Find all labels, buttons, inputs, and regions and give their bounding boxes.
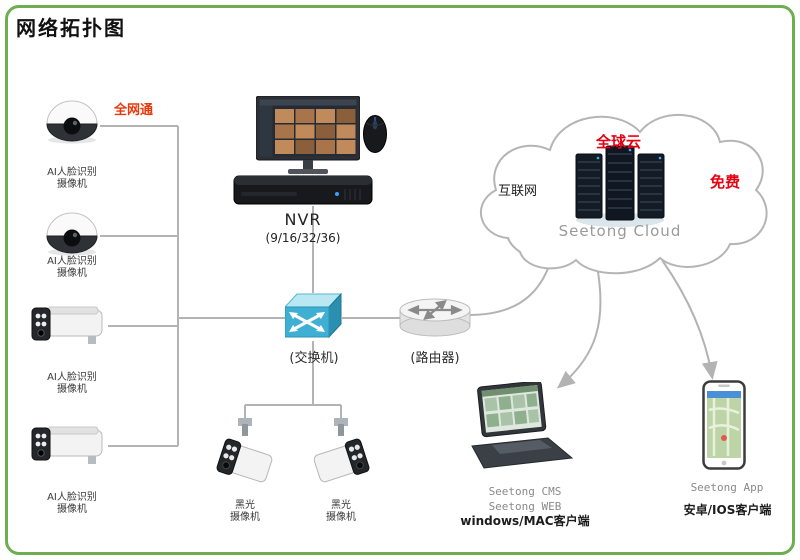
router-label: (路由器) [410, 351, 460, 366]
link-cloud-phone [661, 259, 718, 380]
switch-label: (交换机) [289, 351, 339, 366]
router-icon [399, 298, 471, 337]
mouse-icon [363, 115, 387, 153]
night-camera-label-2: 黑光摄像机 [326, 500, 356, 523]
camera-label-3: AI人脸识别摄像机 [47, 372, 97, 395]
night-camera-icon-1 [216, 418, 273, 483]
camera-label-2: AI人脸识别摄像机 [47, 256, 97, 279]
dome-camera-icon-2 [46, 212, 98, 256]
link-cloud-laptop [556, 265, 602, 389]
page-title: 网络拓扑图 [16, 16, 126, 40]
camera-label-1: AI人脸识别摄像机 [47, 167, 97, 190]
bullet-camera-icon-4 [31, 426, 103, 464]
night-camera-label-1: 黑光摄像机 [230, 500, 260, 523]
cloud-servers-icon [575, 145, 665, 227]
mobile-app-label: Seetong App [690, 481, 764, 494]
camera-label-4: AI人脸识别摄像机 [47, 492, 97, 515]
nvr-label: NVR (9/16/32/36) [265, 210, 341, 245]
night-camera-icon-2 [313, 418, 370, 483]
dome-camera-icon-1 [46, 100, 98, 144]
monitor-icon [256, 96, 360, 174]
bullet-camera-icon-3 [31, 306, 103, 344]
pc-client-label: Seetong CMS Seetong WEB windows/MAC客户端 [460, 485, 590, 528]
switch-icon [285, 292, 343, 339]
global-cloud-label: 全球云 [596, 133, 642, 151]
all-network-badge: 全网通 [114, 103, 154, 118]
link-router-cloud [467, 265, 550, 316]
free-label: 免费 [710, 173, 741, 191]
mobile-platform-label: 安卓/IOS客户端 [683, 503, 772, 517]
laptop-icon [471, 382, 574, 469]
phone-icon [702, 380, 746, 470]
internet-label: 互联网 [498, 184, 538, 199]
cloud-brand-label: Seetong Cloud [558, 222, 682, 240]
nvr-device-icon [233, 175, 373, 205]
